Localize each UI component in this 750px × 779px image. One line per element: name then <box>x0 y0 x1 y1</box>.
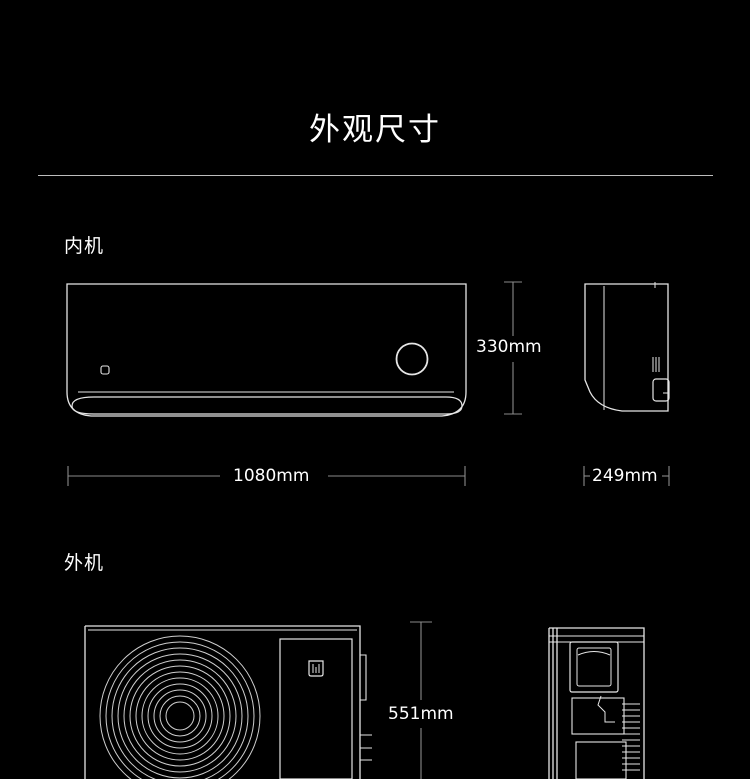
indoor-height-dimension-line <box>504 281 522 415</box>
indoor-width-dimension-line <box>67 466 466 486</box>
mi-logo-icon <box>100 365 110 375</box>
mi-home-logo-icon <box>308 660 324 677</box>
outdoor-height-dimension-line <box>410 621 432 779</box>
fan-grille <box>99 635 261 779</box>
indoor-width-dimension: 1080mm <box>231 466 312 486</box>
indoor-height-dimension: 330mm <box>474 337 544 357</box>
indoor-depth-dimension: 249mm <box>590 466 660 486</box>
indoor-depth-dimension-line <box>583 466 670 486</box>
outdoor-unit-front-view <box>84 625 372 779</box>
outdoor-unit-label: 外机 <box>64 552 105 574</box>
title-divider <box>38 175 713 176</box>
outdoor-unit-side-view <box>548 627 645 779</box>
page-title: 外观尺寸 <box>309 112 441 148</box>
display-knob-icon <box>395 342 429 376</box>
indoor-unit-label: 内机 <box>64 235 105 257</box>
indoor-unit-side-view <box>584 282 670 412</box>
indoor-unit-front-view <box>66 283 467 417</box>
outdoor-height-dimension: 551mm <box>386 704 456 724</box>
